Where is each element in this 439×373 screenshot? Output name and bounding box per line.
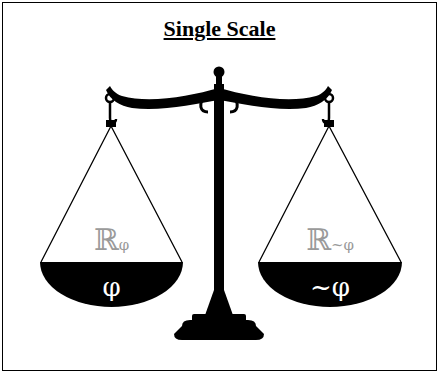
scale-pan: ℝφ φ <box>40 215 183 308</box>
pan-label: ℝ~φ <box>258 225 402 260</box>
hook-clasp <box>106 120 116 127</box>
hook-ring <box>325 94 333 102</box>
hook-ring <box>106 94 114 102</box>
finial-stem <box>216 76 222 84</box>
pan-content: φ <box>40 272 183 302</box>
post <box>214 84 224 304</box>
hook <box>323 102 329 123</box>
pan-content: ~φ <box>258 272 402 302</box>
hook <box>110 102 116 123</box>
pan-bowl <box>258 262 402 307</box>
frame <box>3 3 437 371</box>
post-foot <box>204 290 234 318</box>
pan-string <box>259 126 401 262</box>
finial <box>214 67 225 78</box>
pan-string <box>41 126 182 262</box>
pan-label: ℝφ <box>40 225 183 260</box>
pan-bowl <box>40 262 183 307</box>
hook-clasp <box>324 120 334 127</box>
base <box>174 320 264 340</box>
title: Single Scale <box>0 0 439 42</box>
scale-pan: ℝ~φ ~φ <box>258 215 402 308</box>
